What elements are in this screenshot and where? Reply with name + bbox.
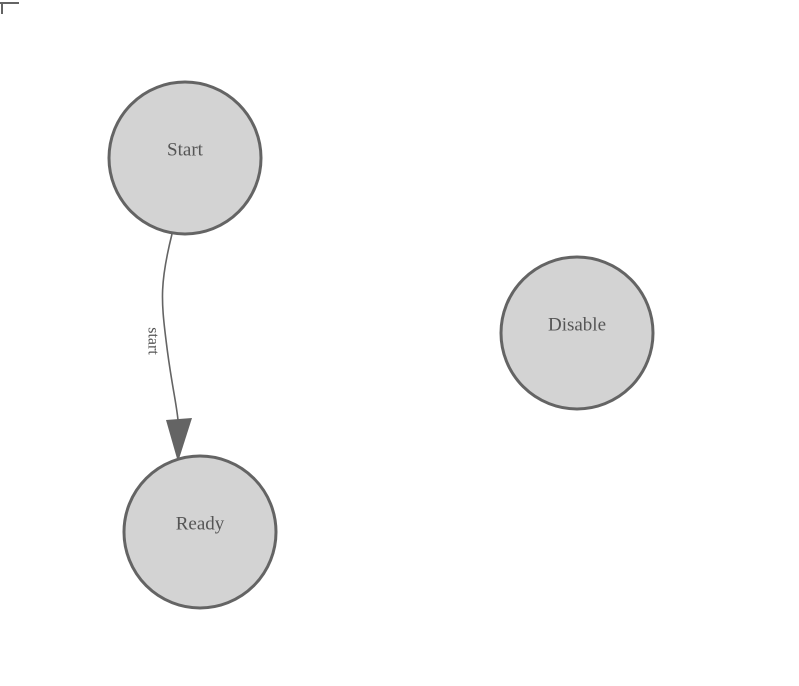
edge-path — [161, 233, 179, 421]
node-disable-circle[interactable] — [499, 255, 655, 411]
arrowhead-icon — [166, 418, 192, 462]
node-disable[interactable]: Disable — [499, 255, 655, 411]
node-disable-label: Disable — [548, 314, 606, 335]
node-ready-circle[interactable] — [122, 454, 278, 610]
node-start-label: Start — [167, 139, 204, 160]
node-start-circle[interactable] — [107, 80, 263, 236]
top-left-corner-mark — [0, 2, 19, 14]
edge-label-start: start — [144, 327, 161, 355]
node-ready[interactable]: Ready — [122, 454, 278, 610]
node-ready-label: Ready — [176, 513, 225, 534]
edge-start-to-ready[interactable]: start — [144, 233, 192, 462]
node-start[interactable]: Start — [107, 80, 263, 236]
